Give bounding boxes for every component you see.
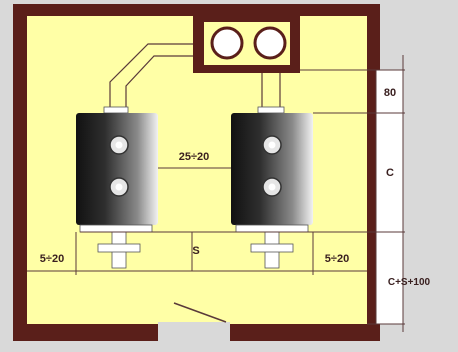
gap-left-wall-label: 5÷20 [40, 253, 64, 265]
valve-icon [97, 231, 141, 269]
boiler-icon [76, 113, 158, 233]
flue-pipe-left [109, 43, 193, 110]
boiler-icon [231, 113, 313, 233]
gap-between-boilers-label: 25÷20 [179, 151, 210, 163]
flue-pipe-right [261, 73, 281, 110]
flue-outlet-icon [253, 26, 287, 60]
front-gap-label: S [192, 245, 199, 257]
dim-bottom-label: C+S+100 [388, 277, 431, 288]
door-swing-line [173, 302, 227, 323]
boiler-top-cap [103, 106, 129, 114]
valve-icon [250, 231, 294, 269]
dimension-bar [375, 55, 404, 332]
boiler-top-cap [257, 106, 285, 114]
gap-right-wall-label: 5÷20 [325, 253, 349, 265]
dimension-lines [27, 69, 405, 325]
dim-middle-label: C [386, 167, 394, 179]
flue-outlet-icon [210, 26, 244, 60]
door-opening [158, 322, 230, 344]
dim-top-label: 80 [384, 87, 396, 99]
